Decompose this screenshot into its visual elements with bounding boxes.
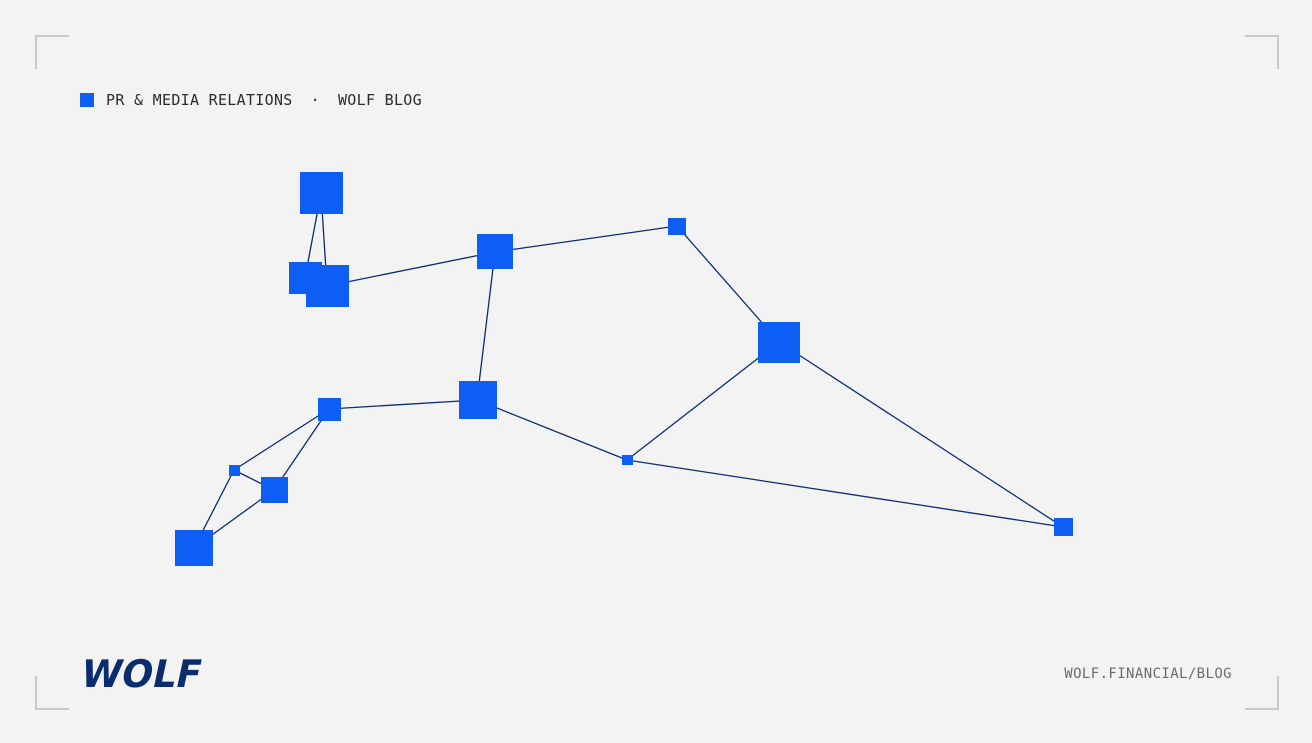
graph-nodes [175, 172, 1073, 566]
graph-edge [233, 408, 330, 471]
graph-node [175, 530, 213, 566]
graph-edge [476, 251, 496, 401]
graph-node [477, 234, 513, 269]
graph-node [229, 465, 240, 476]
graph-edge [326, 251, 496, 287]
graph-edge [328, 399, 478, 410]
category-header: PR & MEDIA RELATIONS · WOLF BLOG [80, 90, 422, 110]
graph-node [459, 381, 497, 419]
graph-edge [778, 341, 1064, 528]
wolf-logo: WOLF [80, 654, 206, 690]
category-square-icon [80, 93, 94, 107]
graph-node [300, 172, 343, 214]
category-label: PR & MEDIA RELATIONS [106, 91, 293, 109]
graph-node [261, 477, 288, 503]
graph-edge [626, 459, 1064, 528]
corner-bracket-top-right [1245, 35, 1279, 69]
graph-edge [273, 408, 330, 491]
graph-node [318, 398, 341, 421]
graph-node [758, 322, 800, 363]
section-label: WOLF BLOG [337, 91, 422, 109]
graph-node [622, 455, 633, 465]
graph-node [668, 218, 686, 235]
footer-url: WOLF.FINANCIAL/BLOG [1064, 666, 1232, 682]
wolf-logo-wordmark: WOLF [80, 654, 206, 690]
graph-edge [626, 341, 780, 461]
graph-edges [193, 192, 1064, 549]
header-separator: · [310, 91, 320, 109]
corner-bracket-top-left [35, 35, 69, 69]
graph-node [306, 265, 349, 307]
corner-bracket-bottom-right [1245, 676, 1279, 710]
graph-edge [494, 225, 678, 253]
graph-edge [476, 399, 628, 461]
graph-node [1054, 518, 1073, 536]
corner-bracket-bottom-left [35, 676, 69, 710]
